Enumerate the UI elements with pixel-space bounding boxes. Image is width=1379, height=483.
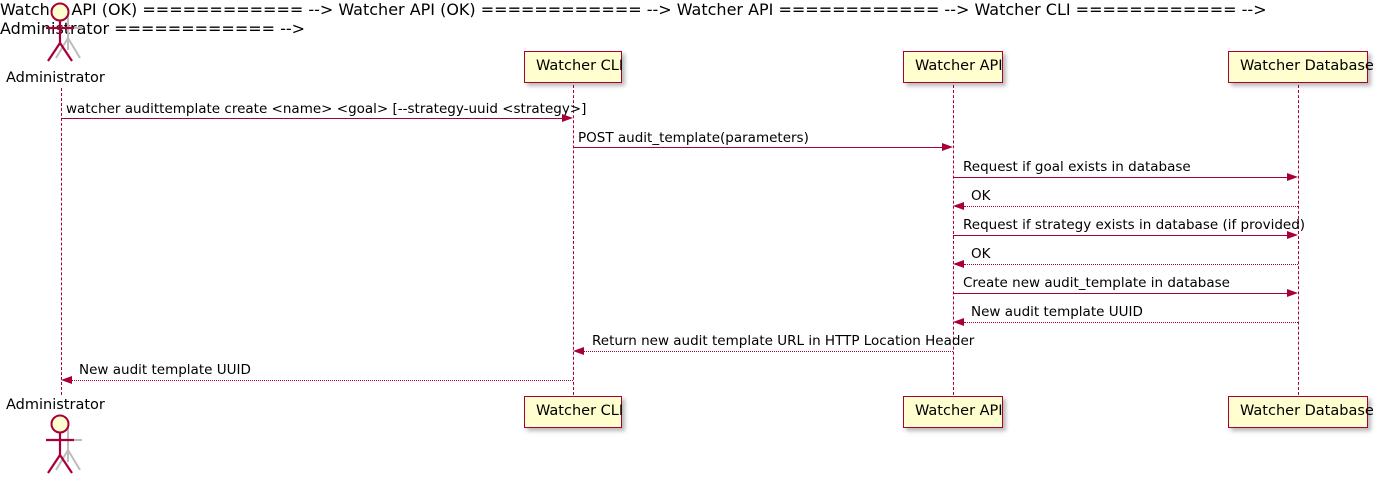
participant-watcher-database-bottom[interactable]: Watcher Database [1228, 396, 1374, 428]
message-line-6 [964, 264, 1298, 265]
message-label-4: OK [971, 188, 991, 204]
message-line-10 [72, 380, 573, 381]
lifeline-administrator [61, 88, 62, 395]
message-line-8 [964, 322, 1298, 323]
actor-administrator-top [38, 2, 84, 64]
actor-administrator-bottom [38, 414, 84, 476]
message-line-7 [953, 293, 1293, 294]
message-arrowhead-8 [953, 317, 964, 326]
message-line-3 [953, 177, 1293, 178]
message-arrowhead-9 [573, 346, 584, 355]
message-line-1 [61, 118, 568, 119]
participant-watcher-database-top[interactable]: Watcher Database [1228, 51, 1374, 83]
message-label-9: Return new audit template URL in HTTP Lo… [592, 333, 975, 349]
message-label-3: Request if goal exists in database [963, 159, 1191, 175]
message-label-10: New audit template UUID [79, 362, 251, 378]
message-line-2 [573, 147, 948, 148]
participant-watcher-api-top[interactable]: Watcher API [903, 51, 1003, 83]
participant-watcher-cli-top[interactable]: Watcher CLI [524, 51, 623, 83]
message-label-6: OK [971, 246, 991, 262]
message-arrowhead-10 [61, 375, 72, 384]
message-arrowhead-2 [942, 142, 953, 151]
message-line-9 [584, 351, 953, 352]
message-arrowhead-5 [1287, 230, 1298, 239]
message-label-2: POST audit_template(parameters) [578, 130, 809, 146]
actor-administrator-bottom-label: Administrator [6, 397, 105, 413]
message-arrowhead-3 [1287, 172, 1298, 181]
message-line-4 [964, 206, 1298, 207]
participant-watcher-api-bottom[interactable]: Watcher API [903, 396, 1003, 428]
actor-administrator-top-label: Administrator [6, 70, 105, 86]
message-label-5: Request if strategy exists in database (… [963, 217, 1306, 233]
lifeline-watcher-database [1298, 85, 1299, 395]
message-label-7: Create new audit_template in database [963, 275, 1230, 291]
message-arrowhead-1 [562, 113, 573, 122]
message-arrowhead-6 [953, 259, 964, 268]
message-label-1: watcher audittemplate create <name> <goa… [66, 101, 587, 117]
message-arrowhead-7 [1287, 288, 1298, 297]
message-line-5 [953, 235, 1293, 236]
message-label-8: New audit template UUID [971, 304, 1143, 320]
lifeline-watcher-api [953, 85, 954, 395]
participant-watcher-cli-bottom[interactable]: Watcher CLI [524, 396, 623, 428]
lifeline-watcher-cli [573, 85, 574, 395]
message-arrowhead-4 [953, 201, 964, 210]
